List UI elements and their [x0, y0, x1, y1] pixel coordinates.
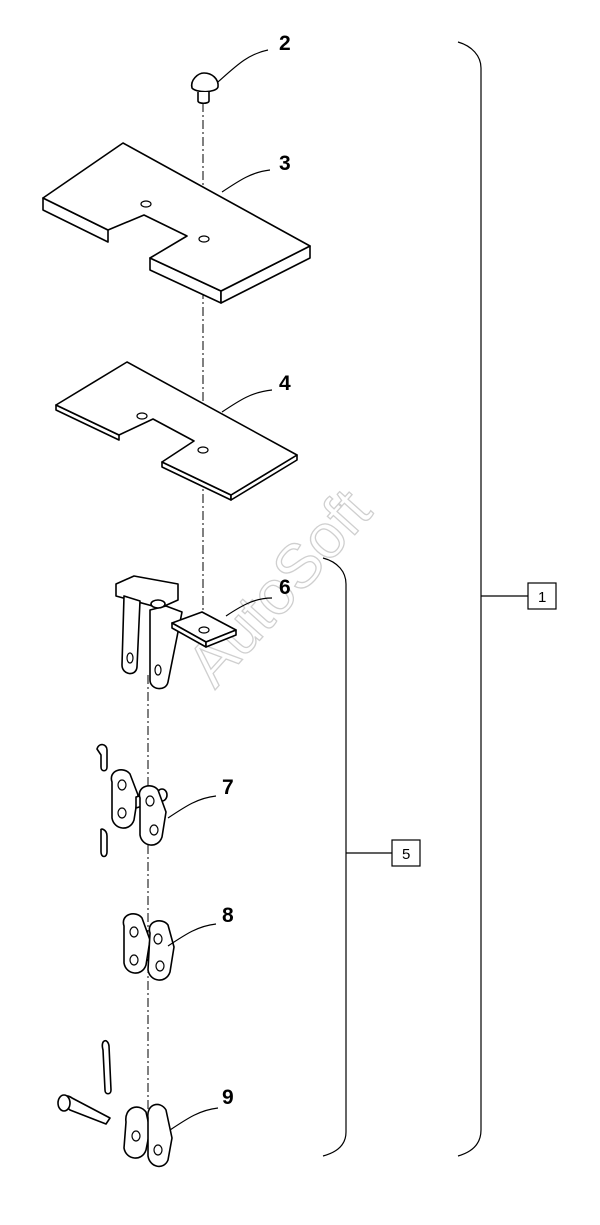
part-4-shim — [55, 361, 298, 501]
part-8-link — [122, 913, 175, 981]
leader-2 — [217, 49, 269, 83]
part-6-bracket — [115, 575, 237, 690]
leader-7 — [167, 795, 217, 819]
callout-2: 2 — [279, 32, 291, 55]
callout-8: 8 — [222, 904, 234, 927]
callout-1-box — [527, 582, 557, 610]
part-2-bolt — [190, 72, 219, 105]
part-9-offset-link — [57, 1040, 173, 1168]
leader-9 — [169, 1107, 219, 1131]
callout-9: 9 — [222, 1086, 234, 1109]
part-7-connecting-link — [96, 743, 168, 858]
leader-4 — [221, 389, 273, 413]
callout-3: 3 — [279, 152, 291, 175]
callout-5-box — [391, 839, 421, 867]
callout-6: 6 — [279, 576, 291, 599]
bracket-5 — [322, 557, 347, 1157]
leader-3 — [221, 169, 271, 193]
leader-8 — [167, 923, 217, 947]
part-3-plate — [42, 142, 311, 304]
callout-5: 5 — [402, 846, 410, 863]
callout-7: 7 — [222, 776, 234, 799]
callout-4: 4 — [279, 372, 291, 395]
leader-6 — [225, 597, 273, 617]
bracket-1 — [457, 41, 482, 1157]
callout-1: 1 — [538, 589, 546, 606]
